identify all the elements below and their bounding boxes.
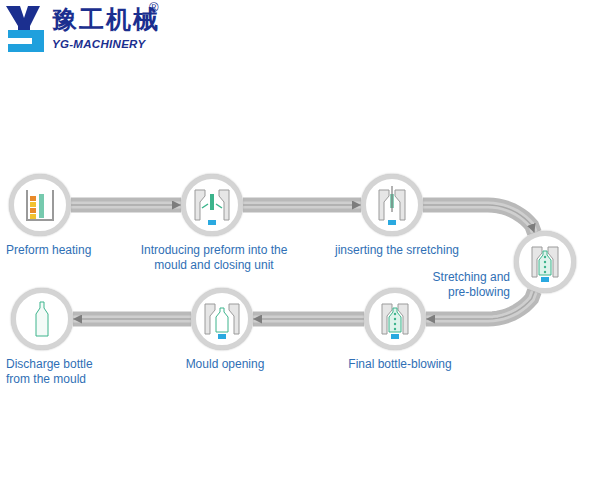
step-circle xyxy=(181,174,243,236)
track-band xyxy=(423,205,534,233)
flow-arrow xyxy=(253,318,364,320)
track-band xyxy=(71,198,181,213)
step-label: jinserting the srretching xyxy=(322,243,472,258)
step-circle xyxy=(191,288,253,350)
step-label: Preform heating xyxy=(6,243,156,258)
track-band xyxy=(253,312,364,327)
flow-arrow xyxy=(73,318,191,320)
step-label: Mould opening xyxy=(160,357,290,372)
step-icon xyxy=(367,180,417,230)
logo-mark-bottom xyxy=(8,30,44,52)
process-step: Stretching and pre-blowing xyxy=(424,231,576,300)
registered-mark: ® xyxy=(149,1,159,15)
process-step: Discharge bottle from the mould xyxy=(6,288,116,387)
step-label: Introducing preform into the mould and c… xyxy=(134,243,294,273)
step-circle xyxy=(9,174,71,236)
logo-mark-top xyxy=(6,6,40,30)
track-highlight xyxy=(243,202,361,209)
step-circle xyxy=(361,174,423,236)
logo-text: YG-MACHINERY xyxy=(52,38,145,51)
step-icon xyxy=(15,180,65,230)
step-label: Final bottle-blowing xyxy=(330,357,470,372)
flow-arrow xyxy=(71,204,181,206)
process-step: jinserting the srretching xyxy=(322,174,472,258)
flow-arrow xyxy=(243,204,361,206)
track-highlight xyxy=(73,316,191,323)
step-circle xyxy=(11,288,73,350)
track-highlight xyxy=(253,316,364,323)
step-circle xyxy=(514,231,576,293)
logo-text: 豫工机械 xyxy=(52,6,160,34)
step-icon xyxy=(520,237,570,287)
step-icon xyxy=(197,294,247,344)
company-logo xyxy=(0,0,50,56)
track-band xyxy=(243,198,361,213)
track-highlight xyxy=(423,205,534,233)
process-step: Preform heating xyxy=(6,174,156,258)
step-icon xyxy=(370,294,420,344)
process-step: Final bottle-blowing xyxy=(330,288,470,372)
step-circle xyxy=(364,288,426,350)
track-highlight xyxy=(71,202,181,209)
process-step: Mould opening xyxy=(160,288,290,372)
step-icon xyxy=(187,180,237,230)
step-label: Discharge bottle from the mould xyxy=(6,357,116,387)
flow-arrow xyxy=(423,205,534,233)
step-icon xyxy=(17,294,67,344)
process-step: Introducing preform into the mould and c… xyxy=(134,174,294,273)
track-band xyxy=(73,312,191,327)
step-label: Stretching and pre-blowing xyxy=(424,270,510,300)
